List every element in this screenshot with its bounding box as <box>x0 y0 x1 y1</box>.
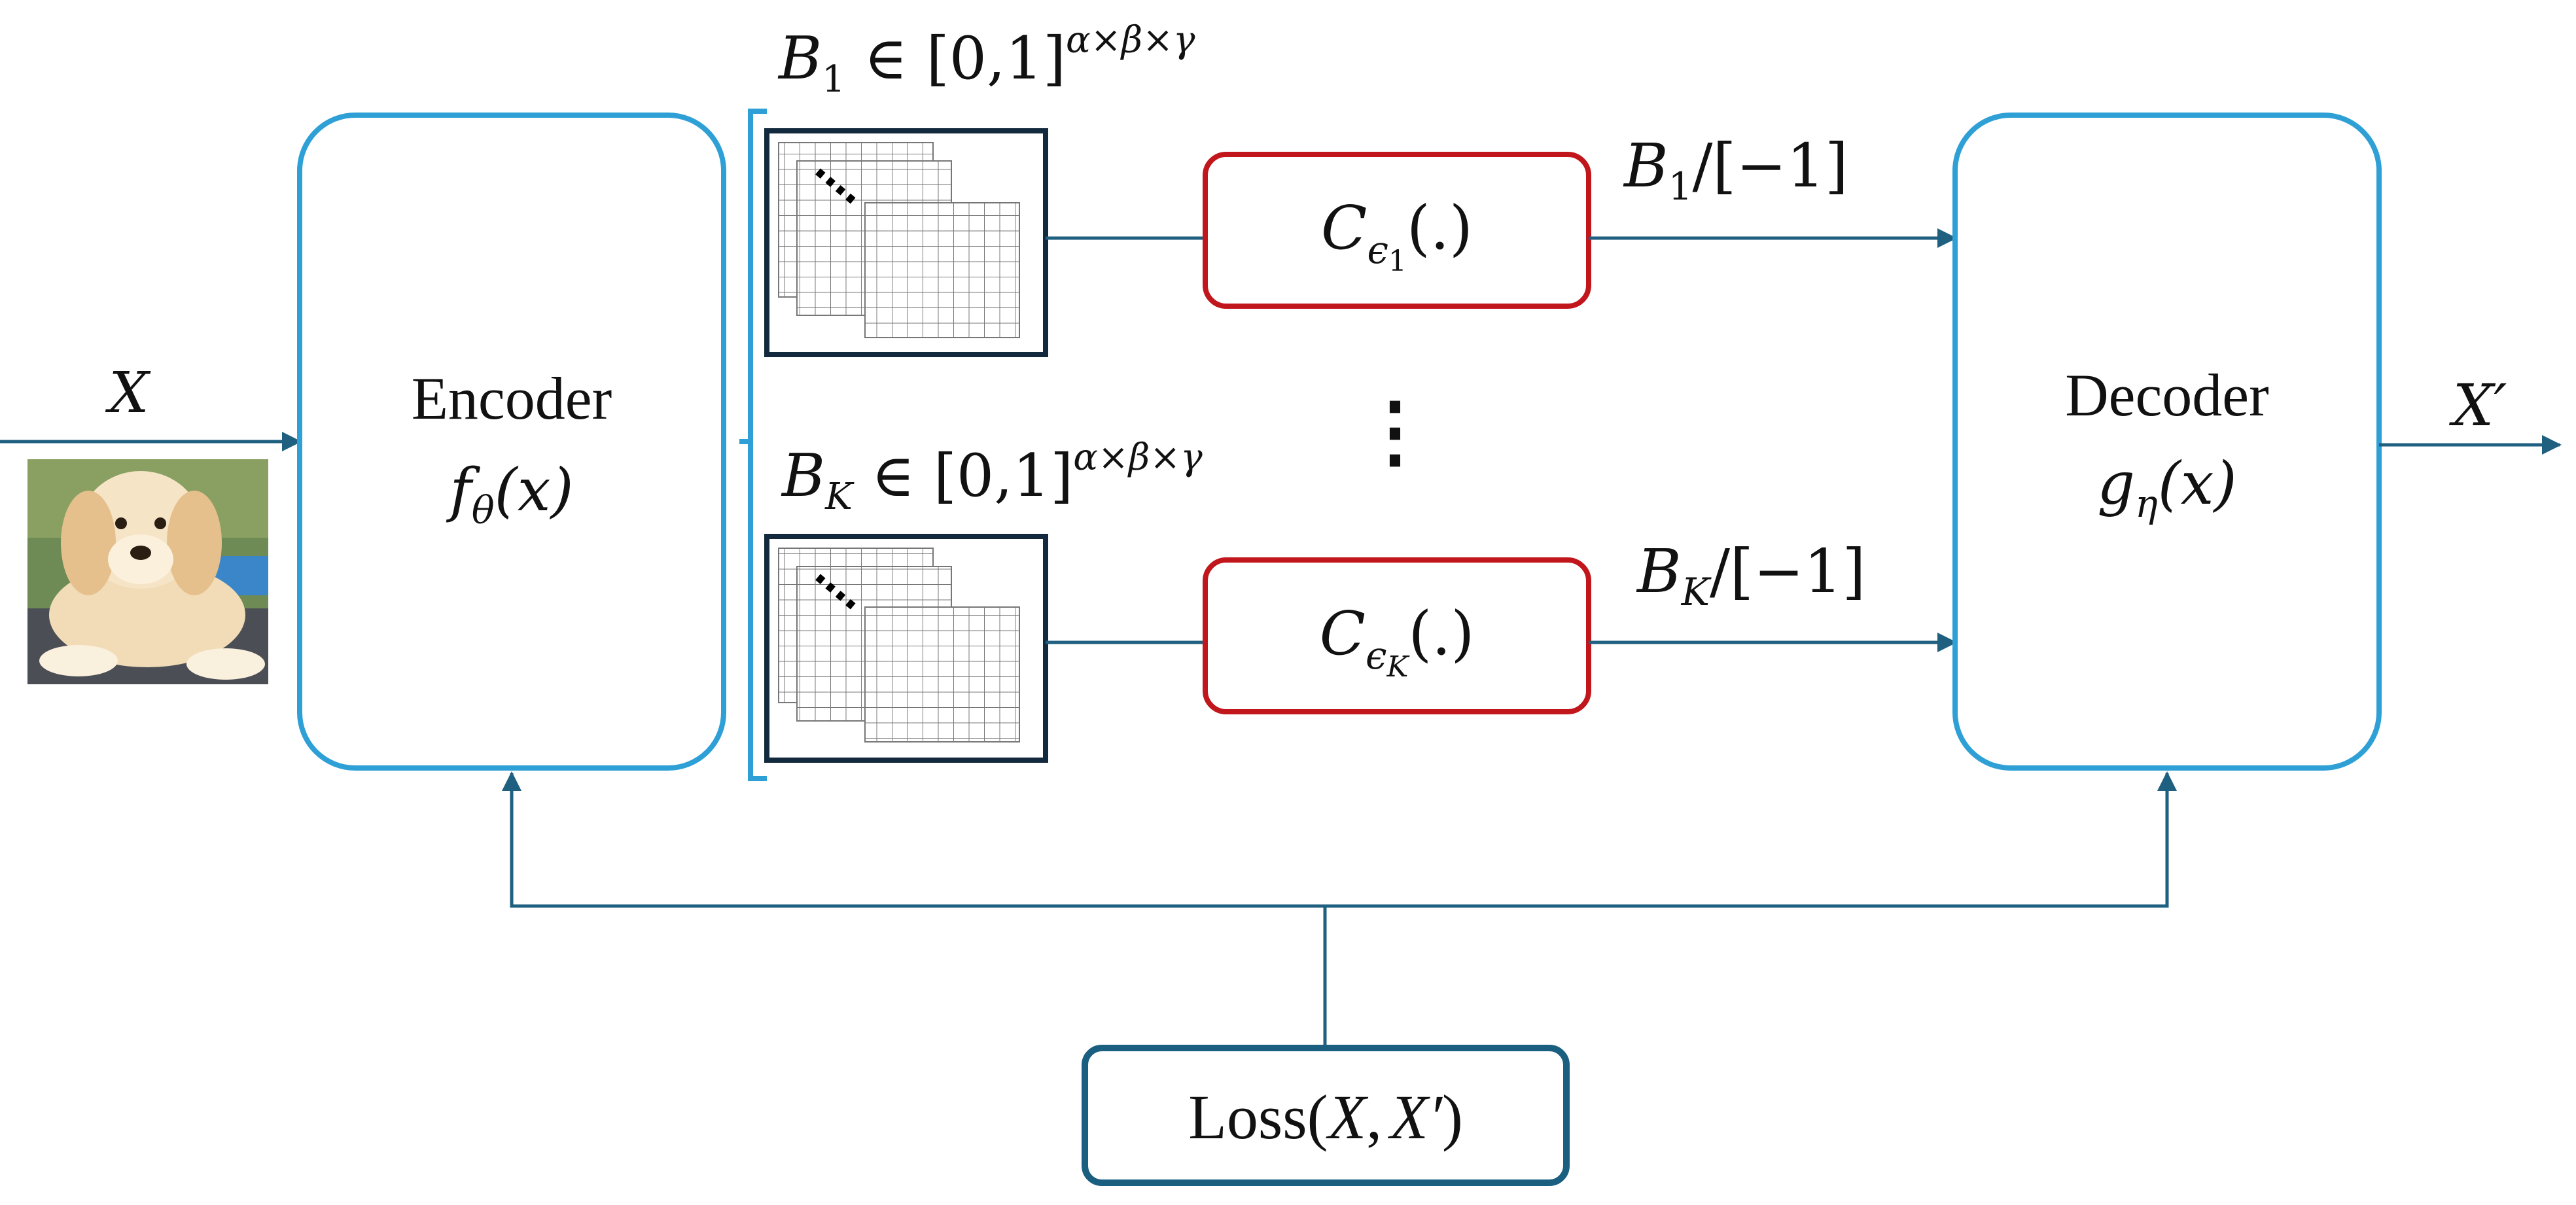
b1-out-label: B1/[−1] <box>1623 131 1848 209</box>
loss-box <box>1082 1045 1570 1186</box>
decoder-title: Decoder <box>2065 362 2269 428</box>
feedback-line-decoder <box>1325 771 2177 908</box>
encoder-box <box>297 113 726 771</box>
output-symbol: X′ <box>2449 372 2507 439</box>
encoder-title: Encoder <box>412 365 612 432</box>
feedback-line <box>502 771 1327 1047</box>
decoder-box <box>1952 113 2382 771</box>
b1-label: B1 ∈ [0,1]α×β×γ <box>777 19 1195 101</box>
loss-label: Loss(X,X′) <box>1188 1082 1463 1152</box>
bracket <box>739 109 767 781</box>
channel-1-box <box>1203 152 1591 309</box>
bk-out-label: BK/[−1] <box>1636 536 1865 614</box>
vertical-ellipsis: ⋮ <box>1356 385 1434 477</box>
channel-k-box <box>1203 557 1591 714</box>
channel-k-label: CϵK(.) <box>1320 599 1475 684</box>
input-symbol: X <box>105 360 151 426</box>
b1-grid-stack <box>764 128 1048 357</box>
bk-grid-stack <box>764 534 1048 763</box>
encoder-function: fθ(x) <box>446 456 573 533</box>
decoder-function: gη(x) <box>2097 449 2236 526</box>
bk-label: BK ∈ [0,1]α×β×γ <box>781 436 1203 518</box>
puppy-image <box>27 459 268 684</box>
channel-1-label: Cϵ1(.) <box>1321 193 1473 278</box>
